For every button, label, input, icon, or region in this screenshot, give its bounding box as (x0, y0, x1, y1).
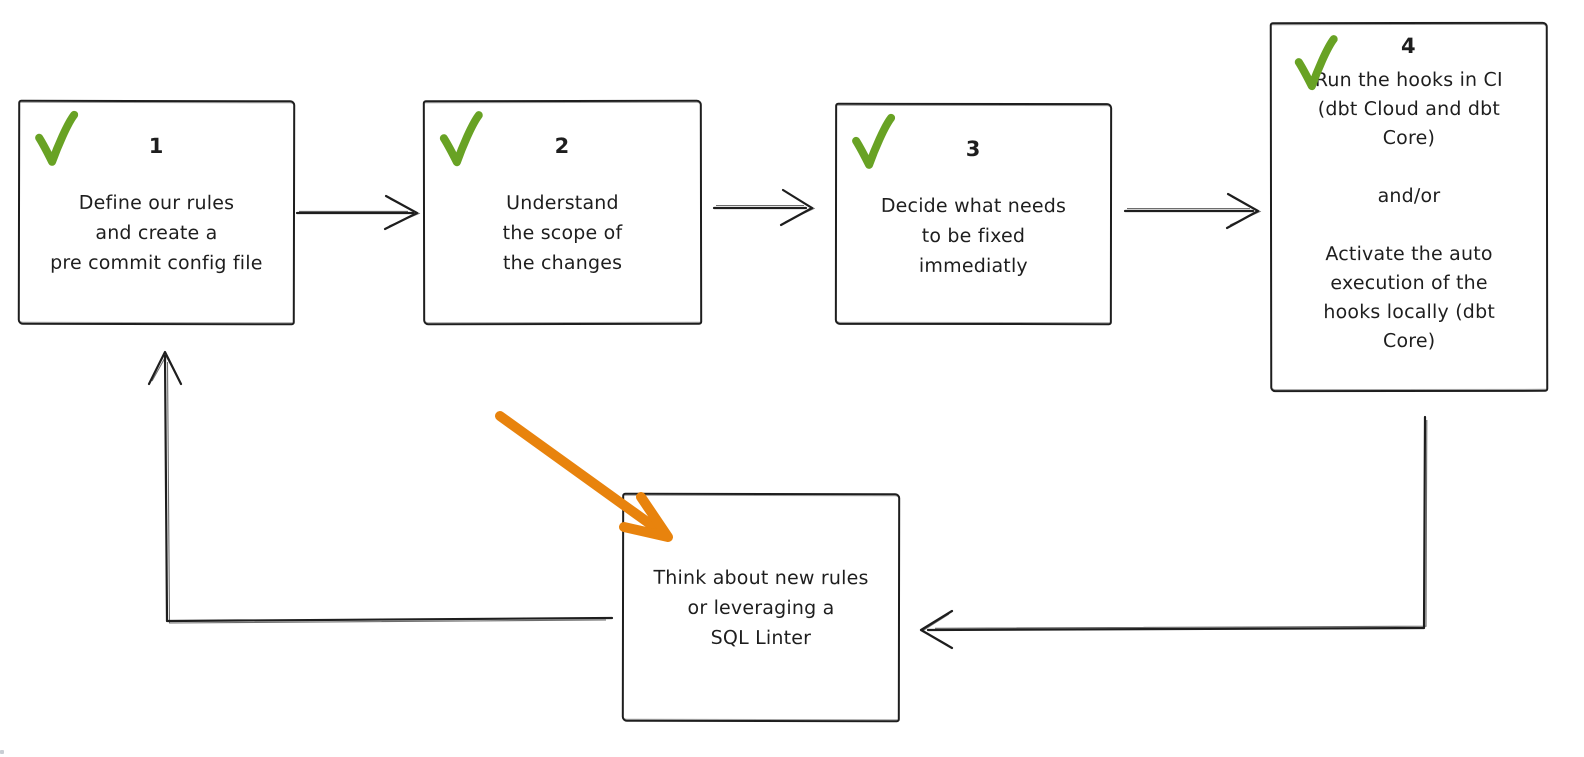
flow-node-step-1[interactable]: 1 Define our rules and create a pre comm… (17, 99, 296, 326)
arrow-step3-to-step4[interactable] (1123, 192, 1262, 230)
arrow-step2-to-step3[interactable] (712, 188, 816, 227)
step-label: Run the hooks in CI (dbt Cloud and dbt C… (1314, 68, 1503, 353)
step-label: Decide what needs to be fixed immediatly (880, 194, 1067, 278)
step-label: Define our rules and create a pre commit… (50, 191, 263, 275)
checkmark-icon (851, 113, 896, 171)
checkmark-icon (439, 110, 483, 168)
arrow-step4-to-think[interactable] (919, 415, 1428, 650)
checkmark-icon (34, 110, 79, 168)
checkmark-icon (1294, 34, 1338, 92)
arrow-step1-to-step2[interactable] (295, 194, 421, 231)
highlight-arrow[interactable] (495, 411, 673, 542)
flow-node-step-4[interactable]: 4 Run the hooks in CI (dbt Cloud and dbt… (1269, 21, 1549, 393)
flow-node-step-2[interactable]: 2 Understand the scope of the changes (422, 99, 703, 326)
step-label: Think about new rules or leveraging a SQ… (653, 566, 869, 649)
step-label: Understand the scope of the changes (502, 191, 623, 275)
screen-artifact-dot (0, 750, 4, 754)
arrow-think-to-step1[interactable] (147, 350, 614, 624)
flow-node-step-3[interactable]: 3 Decide what needs to be fixed immediat… (834, 102, 1113, 326)
